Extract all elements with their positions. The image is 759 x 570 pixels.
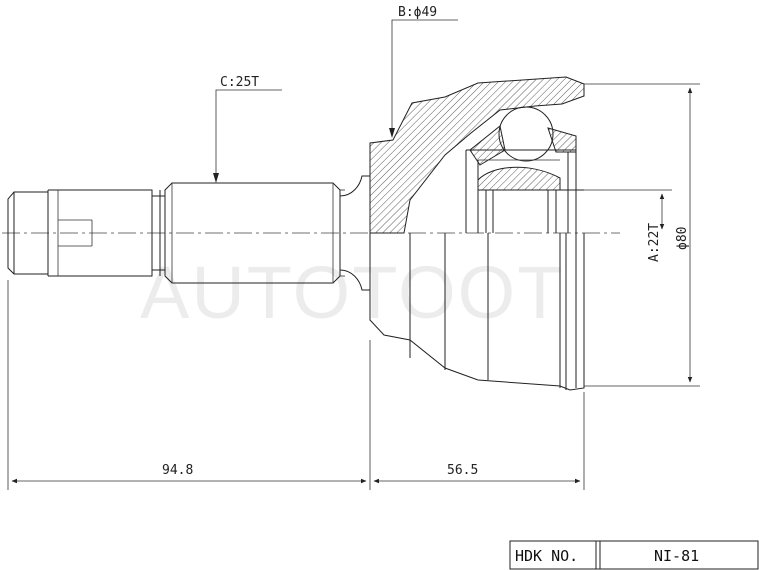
label-spline-inner: A:22T bbox=[647, 223, 662, 262]
leader-c bbox=[213, 89, 282, 183]
leader-b bbox=[389, 19, 458, 138]
watermark: AUTOTOOT bbox=[140, 251, 564, 334]
part-number: NI-81 bbox=[654, 547, 699, 565]
bell-section-upper bbox=[369, 76, 585, 234]
dim-shaft-length: 94.8 bbox=[162, 463, 193, 478]
label-diameter: ϕ80 bbox=[675, 227, 690, 250]
dim-bell-length: 56.5 bbox=[447, 463, 478, 478]
inner-spline-dim bbox=[584, 189, 672, 230]
title-header: HDK NO. bbox=[515, 547, 578, 565]
bell-housing-lower bbox=[369, 233, 585, 391]
inner-race bbox=[465, 106, 584, 233]
length-dims bbox=[7, 280, 585, 490]
title-block bbox=[509, 540, 759, 570]
label-spline-shaft: C:25T bbox=[220, 75, 259, 90]
diameter-dim bbox=[584, 83, 700, 387]
shaft-spline bbox=[164, 182, 345, 284]
label-spline-outer: B:ϕ49 bbox=[398, 5, 437, 20]
